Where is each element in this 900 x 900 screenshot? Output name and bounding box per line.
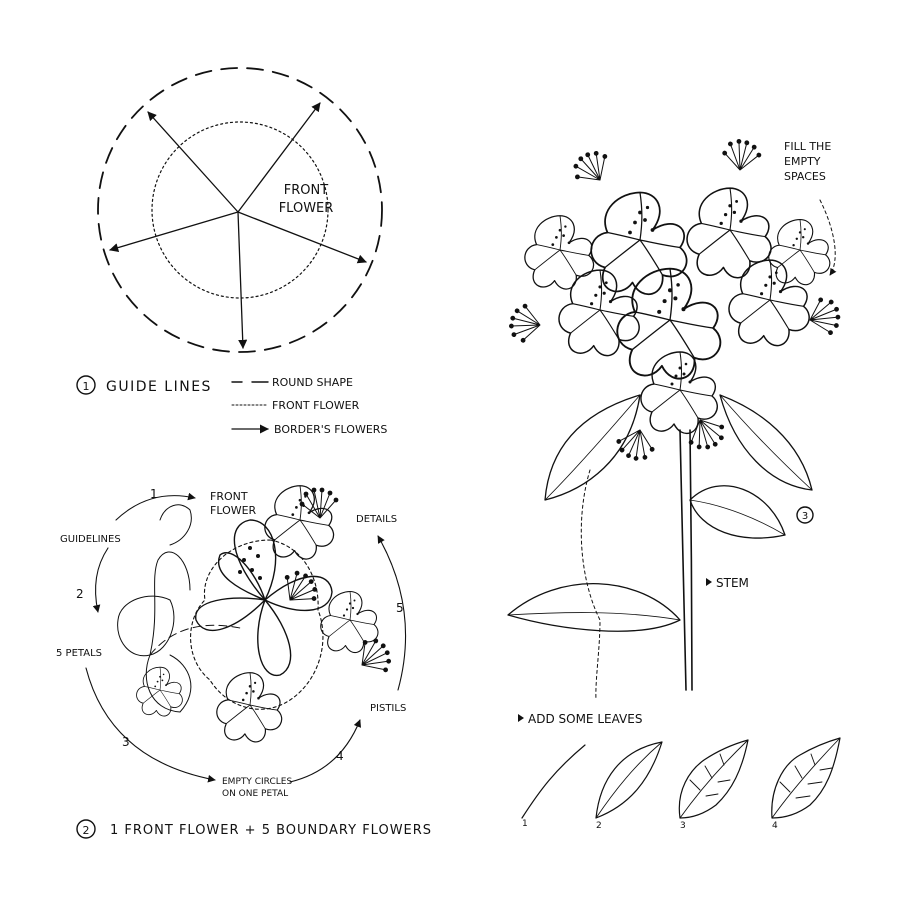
round-shape-circle (97, 67, 383, 353)
front-flower-circle (151, 121, 329, 299)
guide-lines-title: GUIDE LINES (106, 379, 212, 395)
front-flower-text-2: FLOWER (210, 504, 257, 517)
pistils-right (351, 631, 399, 682)
arrow-upper-right (237, 102, 321, 213)
empty-circles-label-1: EMPTY CIRCLES (222, 777, 292, 787)
step-label-4: 4 (336, 749, 344, 763)
guidelines-label: GUIDELINES (60, 534, 121, 545)
legend-front-flower: FRONT FLOWER (272, 399, 360, 412)
step2-title: 1 FRONT FLOWER + 5 BOUNDARY FLOWERS (110, 823, 432, 838)
front-flower-text-1: FRONT (210, 490, 248, 503)
step-1-badge (76, 375, 96, 395)
pistils-center (275, 563, 326, 614)
leaf-step-2 (595, 741, 663, 819)
process-arrow-3 (85, 667, 216, 783)
details-label: DETAILS (356, 514, 397, 525)
front-flower-label-1: FRONT (284, 183, 328, 198)
five-petals-label: 5 PETALS (56, 648, 102, 659)
process-arrow-5 (377, 535, 407, 691)
step-2-number: 2 (83, 824, 90, 837)
step-3-number: 3 (802, 511, 808, 522)
front-flower-outline (190, 539, 324, 710)
guideline-sketch (117, 504, 241, 713)
leaf-step-4 (771, 737, 841, 819)
pistils-label: PISTILS (370, 703, 406, 714)
leaf-step-1 (521, 744, 586, 819)
step2-caption: 2 1 FRONT FLOWER + 5 BOUNDARY FLOWERS (76, 819, 432, 839)
arrow-upper-left (147, 111, 239, 213)
stem-label: STEM (716, 576, 749, 590)
stem (679, 429, 687, 691)
flower-head (506, 136, 844, 467)
boundary-flower-bottom (216, 672, 283, 743)
arrow-left (109, 211, 239, 253)
step-2-badge (76, 819, 96, 839)
process-arrow-2 (92, 547, 109, 613)
leaf-number-2: 2 (596, 821, 602, 831)
step-3-badge (796, 506, 814, 524)
pistils-top (299, 487, 339, 519)
right-leaf (689, 485, 786, 539)
process-arrow-1 (115, 492, 196, 521)
fill-spaces-label-3: SPACES (784, 170, 826, 183)
legend-borders-flowers: BORDER'S FLOWERS (274, 423, 387, 436)
border-flower-arrows (109, 102, 367, 349)
leaf-step-3 (678, 739, 749, 819)
step1-caption: 1 GUIDE LINES ROUND SHAPE FRONT FLOWER B… (76, 375, 387, 436)
step-label-1: 1 (150, 487, 158, 501)
guide-lines-diagram: FRONT FLOWER (97, 67, 383, 353)
leaf-number-1: 1 (522, 819, 528, 829)
fill-spaces-label-1: FILL THE (784, 140, 831, 153)
step2-diagram: 1 2 3 4 5 (56, 485, 407, 799)
step-1-number: 1 (83, 380, 90, 393)
upper-left-leaf (544, 394, 641, 501)
step-label-2: 2 (76, 587, 84, 601)
arrow-down (237, 211, 248, 349)
step3-illustration: FILL THE EMPTY SPACES STEM 3 (506, 136, 844, 701)
add-leaves-label: ADD SOME LEAVES (528, 712, 642, 726)
leaf-number-3: 3 (680, 821, 686, 831)
boundary-flower-left (136, 666, 183, 717)
empty-circles-label-2: ON ONE PETAL (222, 789, 288, 799)
fill-spaces-arrow (819, 199, 837, 276)
leaf-number-4: 4 (772, 821, 778, 831)
upper-right-leaf (719, 394, 813, 491)
stem-pointer-icon (706, 578, 712, 586)
step-label-5: 5 (396, 601, 404, 615)
step-label-3: 3 (122, 735, 130, 749)
legend-round-shape: ROUND SHAPE (272, 376, 353, 389)
fill-spaces-label-2: EMPTY (784, 155, 821, 168)
process-arrow-4 (289, 719, 361, 783)
front-flower-label-2: FLOWER (279, 201, 334, 216)
leaf-guide-line (580, 469, 601, 701)
front-flower (195, 519, 333, 676)
leaves-sequence: ADD SOME LEAVES 1 2 3 4 (518, 712, 841, 831)
arrow-right (237, 211, 367, 264)
add-leaves-pointer-icon (518, 714, 524, 722)
